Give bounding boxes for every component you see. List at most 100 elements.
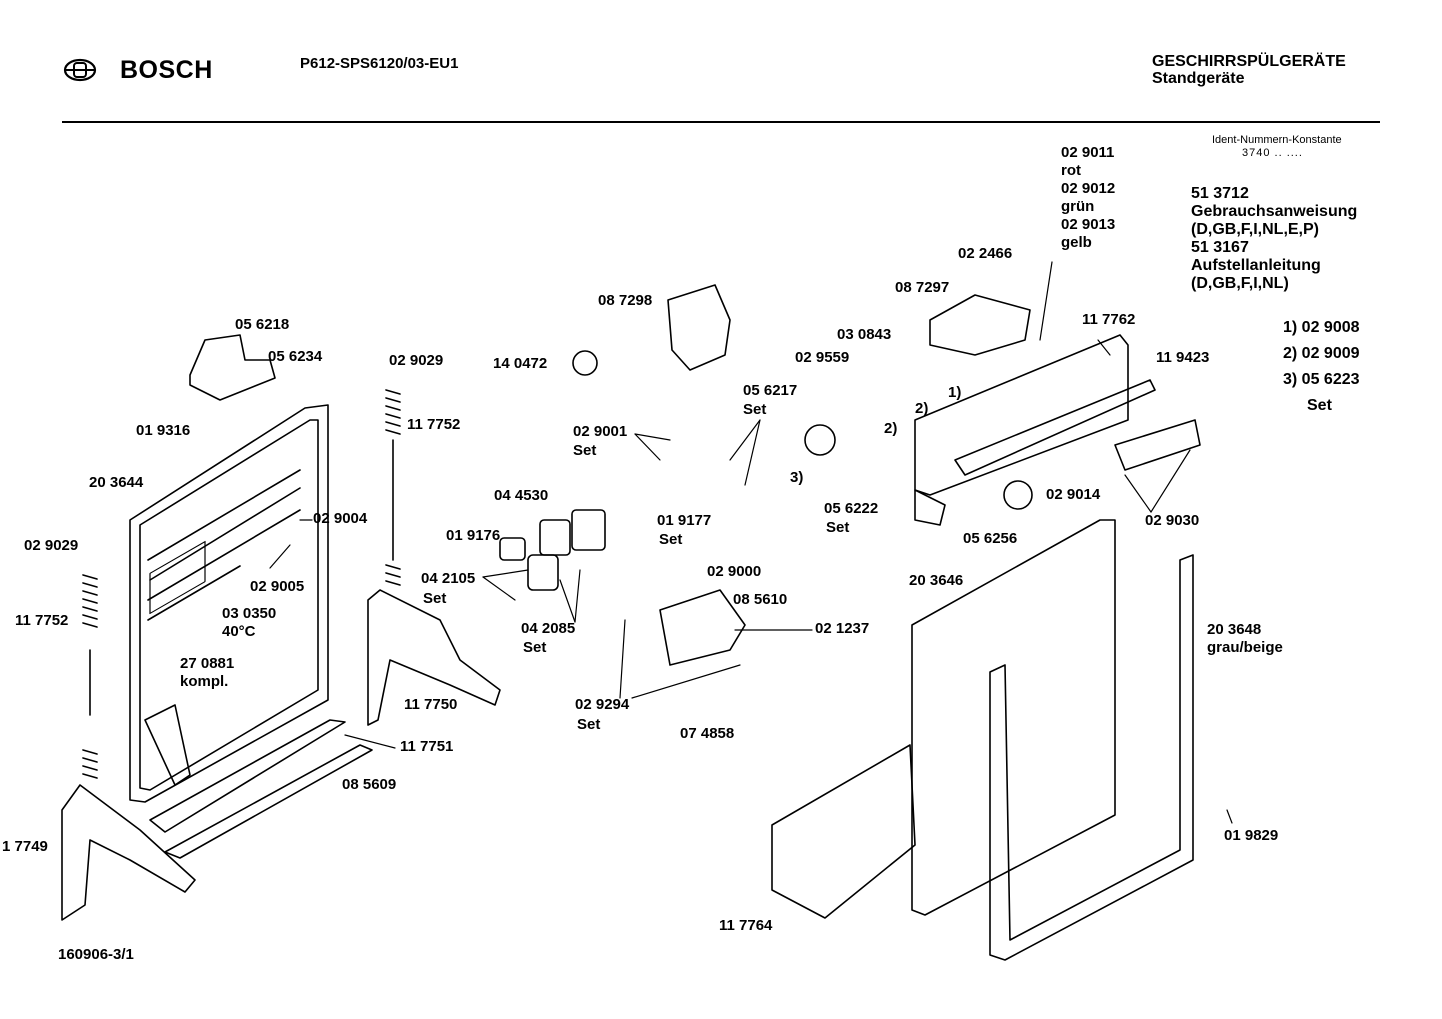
product-category: GESCHIRRSPÜLGERÄTE Standgeräte	[1152, 53, 1346, 87]
part-label: 02 9029	[24, 537, 79, 554]
part-label: 02 9005	[250, 578, 305, 595]
part-label: 01 9316	[136, 422, 191, 439]
part-label: 02 9001	[573, 423, 628, 440]
part-label: 03 0350	[222, 605, 277, 622]
leader-lines	[269, 261, 1233, 824]
ident-title: Ident-Nummern-Konstante	[1212, 134, 1342, 146]
left-hinge	[61, 574, 196, 921]
part-label: 2)	[915, 400, 929, 417]
part-label: 11 7752	[407, 416, 461, 433]
side-panel-left	[911, 519, 1116, 916]
part-label: 11 7751	[400, 738, 454, 755]
part-label: 20 3646	[909, 572, 964, 589]
part-label: 08 7297	[895, 279, 950, 296]
part-label: 02 9559	[795, 349, 850, 366]
part-label: 07 4858	[680, 725, 735, 742]
part-label: 05 6218	[235, 316, 290, 333]
doc-line: (D,GB,F,I,NL)	[1191, 275, 1289, 292]
part-label: 02 9029	[389, 352, 444, 369]
part-label: 27 0881	[180, 655, 235, 672]
part-label: Set	[573, 442, 597, 459]
part-label: 11 7750	[404, 696, 458, 713]
part-label: 40°C	[222, 623, 256, 640]
part-label: 1)	[948, 384, 962, 401]
part-label: Set	[523, 639, 547, 656]
part-label: 08 5609	[342, 776, 397, 793]
door-latch-part	[189, 334, 276, 401]
part-label: 01 9177	[657, 512, 712, 529]
part-label: 11 7764	[719, 917, 773, 934]
footnote-1: 1) 02 9008	[1283, 319, 1360, 336]
footnote-2: 2) 02 9009	[1283, 345, 1360, 362]
control-panel	[914, 334, 1156, 526]
part-label: 02 9000	[707, 563, 762, 580]
part-label: 02 9011	[1061, 144, 1115, 161]
part-label: 05 6256	[963, 530, 1018, 547]
ident-value: 3740 .. ....	[1242, 147, 1303, 159]
part-label: 04 2085	[521, 620, 576, 637]
part-label: 03 0843	[837, 326, 892, 343]
bottom-rails	[149, 719, 373, 859]
header-divider	[62, 121, 1380, 123]
documentation-list: 51 3712 Gebrauchsanweisung (D,GB,F,I,NL,…	[1191, 185, 1357, 293]
part-label: 08 5610	[733, 591, 788, 608]
part-label: 02 1237	[815, 620, 870, 637]
part-label: 11 7752	[15, 612, 69, 629]
part-label: 02 9030	[1145, 512, 1200, 529]
part-label: 05 6222	[824, 500, 879, 517]
part-label: 02 9013	[1061, 216, 1116, 233]
right-hinge-arm	[367, 389, 501, 726]
part-label: 11 7762	[1082, 311, 1136, 328]
doc-line: (D,GB,F,I,NL,E,P)	[1191, 221, 1319, 238]
doc-line: Aufstellanleitung	[1191, 257, 1321, 274]
part-label: 2)	[884, 420, 898, 437]
doc-line: Gebrauchsanweisung	[1191, 203, 1358, 220]
part-label: 04 2105	[421, 570, 476, 587]
ident-constant: Ident-Nummern-Konstante 3740 .. ....	[1212, 134, 1342, 160]
part-label: Set	[577, 716, 601, 733]
part-label: Set	[423, 590, 447, 607]
footnote-3: 3) 05 6223	[1283, 371, 1360, 388]
part-label: Set	[826, 519, 850, 536]
part-label: grau/beige	[1207, 639, 1283, 656]
inner-door-frame	[129, 404, 329, 803]
brand-name: BOSCH	[120, 56, 213, 84]
footnotes: 1) 02 9008 2) 02 9009 3) 05 6223 Set	[1283, 315, 1360, 419]
part-label: 14 0472	[493, 355, 548, 372]
part-label: 05 6217	[743, 382, 798, 399]
part-label: 01 9829	[1224, 827, 1279, 844]
part-label: Set	[659, 531, 683, 548]
part-label: 08 7298	[598, 292, 653, 309]
part-label: kompl.	[180, 673, 229, 690]
part-label: grün	[1061, 198, 1095, 215]
doc-line: 51 3712	[1191, 185, 1249, 202]
drawing-number: 160906-3/1	[58, 946, 134, 963]
part-label: 01 9176	[446, 527, 501, 544]
part-label: 20 3644	[89, 474, 144, 491]
part-label: 20 3648	[1207, 621, 1262, 638]
small-parts	[499, 284, 1201, 666]
part-label: 02 2466	[958, 245, 1013, 262]
part-label: 02 9294	[575, 696, 630, 713]
part-label: gelb	[1061, 234, 1092, 251]
part-label: Set	[743, 401, 767, 418]
model-number: P612-SPS6120/03-EU1	[300, 55, 459, 72]
door-seal-strip	[144, 704, 191, 786]
part-label: rot	[1061, 162, 1081, 179]
doc-line: 51 3167	[1191, 239, 1249, 256]
part-label: 02 9014	[1046, 486, 1101, 503]
part-label: 02 9012	[1061, 180, 1116, 197]
base-plinth	[771, 744, 916, 919]
part-label: 11 9423	[1156, 349, 1210, 366]
part-label: 3)	[790, 469, 804, 486]
part-label: 02 9004	[313, 510, 368, 527]
category-subtitle: Standgeräte	[1152, 70, 1245, 87]
category-title: GESCHIRRSPÜLGERÄTE	[1152, 53, 1346, 70]
bosch-logo-icon	[62, 58, 98, 87]
footnote-3-set: Set	[1307, 397, 1332, 414]
frame-right	[989, 554, 1194, 961]
part-label: 1 7749	[2, 838, 48, 855]
part-label: 05 6234	[268, 348, 323, 365]
part-label: 04 4530	[494, 487, 549, 504]
